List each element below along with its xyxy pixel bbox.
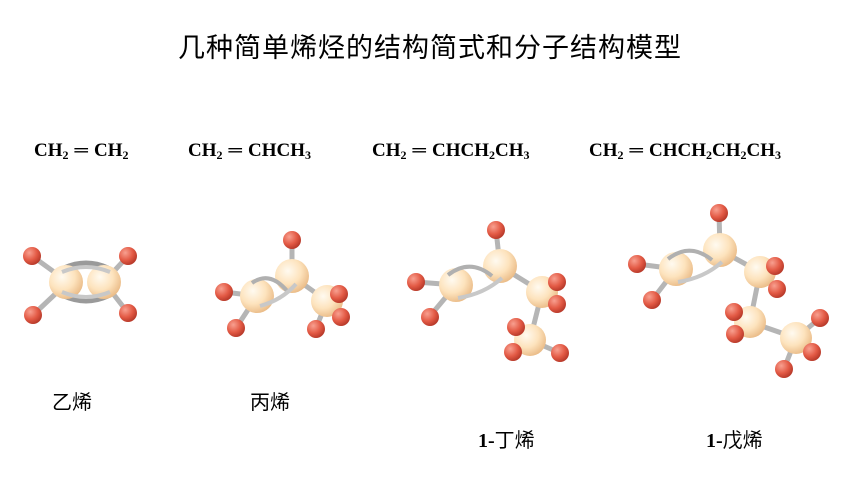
- hydrogen-atom: [726, 325, 744, 343]
- hydrogen-atom: [725, 303, 743, 321]
- hydrogen-atom: [643, 291, 661, 309]
- hydrogen-atom: [283, 231, 301, 249]
- name-1-butene: 1-丁烯: [478, 428, 535, 452]
- name-1-pentene: 1-戊烯: [706, 428, 763, 452]
- carbon-atom: [87, 265, 121, 299]
- hydrogen-atom: [119, 304, 137, 322]
- hydrogen-atom: [710, 204, 728, 222]
- hydrogen-atom: [766, 257, 784, 275]
- hydrogen-atom: [768, 280, 786, 298]
- hydrogen-atom: [215, 283, 233, 301]
- carbon-atom: [49, 265, 83, 299]
- formula-ethene: CH2═CH2: [34, 140, 129, 162]
- name-ethene: 乙烯: [52, 390, 92, 414]
- hydrogen-atom: [507, 318, 525, 336]
- hydrogen-atom: [421, 308, 439, 326]
- hydrogen-atom: [24, 306, 42, 324]
- formula-1-pentene: CH2═CHCH2CH2CH3: [589, 140, 781, 162]
- carbon-atom: [780, 322, 812, 354]
- hydrogen-atom: [803, 343, 821, 361]
- hydrogen-atom: [811, 309, 829, 327]
- carbon-atom: [659, 252, 693, 286]
- 1-butene-model: [407, 221, 569, 362]
- hydrogen-atom: [775, 360, 793, 378]
- hydrogen-atom: [407, 273, 425, 291]
- hydrogen-atom: [487, 221, 505, 239]
- formula-propene: CH2═CHCH3: [188, 140, 311, 162]
- ethene-model: [23, 247, 137, 324]
- hydrogen-atom: [628, 255, 646, 273]
- 1-pentene-model: [628, 204, 829, 378]
- carbon-atom: [240, 279, 274, 313]
- hydrogen-atom: [551, 344, 569, 362]
- hydrogen-atom: [548, 295, 566, 313]
- hydrogen-atom: [307, 320, 325, 338]
- propene-model: [215, 231, 350, 338]
- formula-1-butene: CH2═CHCH2CH3: [372, 140, 530, 162]
- hydrogen-atom: [332, 308, 350, 326]
- name-propene: 丙烯: [250, 390, 290, 414]
- hydrogen-atom: [330, 285, 348, 303]
- slide-title: 几种简单烯烃的结构简式和分子结构模型: [178, 33, 682, 64]
- hydrogen-atom: [548, 273, 566, 291]
- hydrogen-atom: [23, 247, 41, 265]
- hydrogen-atom: [227, 319, 245, 337]
- carbon-atom: [439, 268, 473, 302]
- hydrogen-atom: [504, 343, 522, 361]
- hydrogen-atom: [119, 247, 137, 265]
